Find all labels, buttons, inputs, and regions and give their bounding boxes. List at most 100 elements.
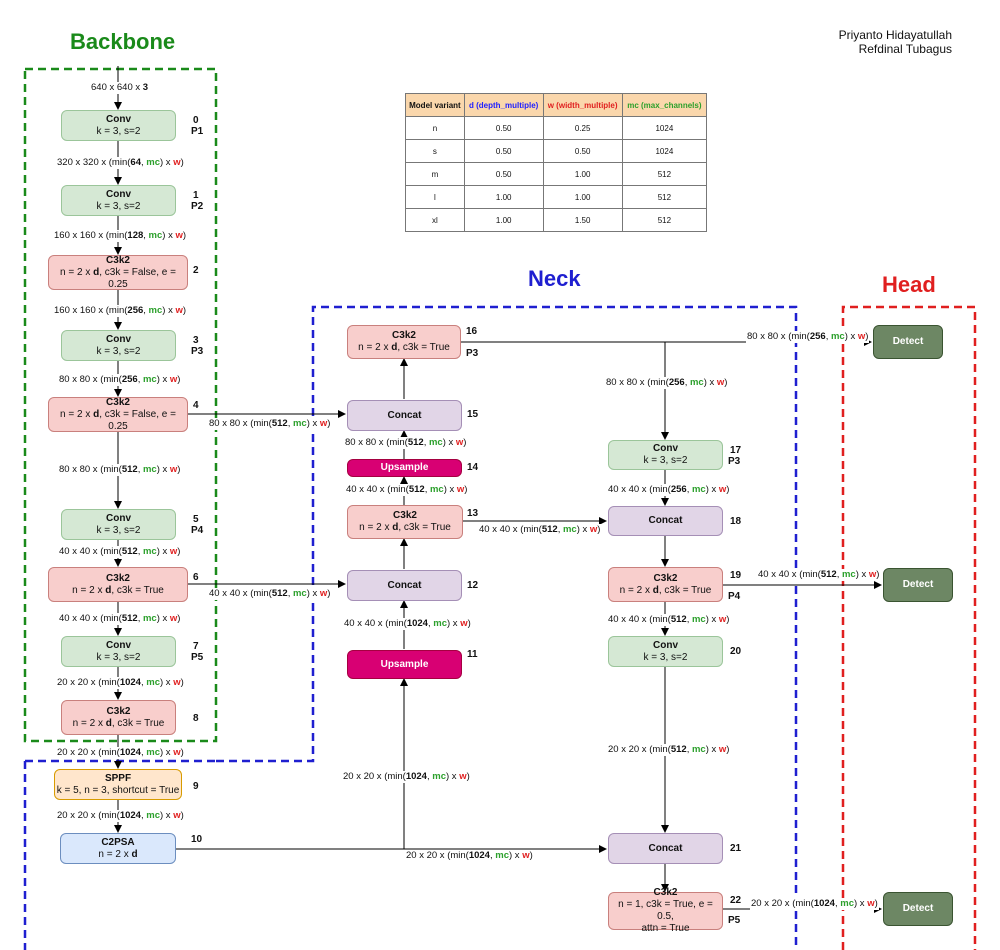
concat-block-18: Concat xyxy=(608,506,723,536)
channel-count: 512 xyxy=(541,524,558,535)
edge-text: ) xyxy=(182,230,187,241)
upsample-block-14: Upsample xyxy=(347,459,462,477)
edge-text: ) xyxy=(180,157,184,168)
edge-text: , xyxy=(137,613,143,624)
edge-text: 40 x 40 x (min( xyxy=(59,546,122,557)
mc-symbol: mc xyxy=(148,305,163,316)
layer-index: 14 xyxy=(467,462,479,473)
w-symbol: w xyxy=(459,771,467,782)
block-params: n = 2 x d, c3k = True xyxy=(358,342,450,354)
pyramid-level: P1 xyxy=(191,126,204,137)
edge-text: ) xyxy=(177,546,181,557)
edge-text: ) xyxy=(327,418,331,429)
layer-index: 7 xyxy=(193,641,199,652)
layer-index: 18 xyxy=(730,516,742,527)
mc-symbol: mc xyxy=(495,850,509,861)
depth-symbol: d xyxy=(131,848,138,860)
edge-text: 20 x 20 x (min( xyxy=(57,677,120,688)
w-symbol: w xyxy=(867,898,875,909)
edge-text: 20 x 20 x (min( xyxy=(406,850,469,861)
edge-label: 40 x 40 x (min(512, mc) x w) xyxy=(58,546,182,558)
params-text: , c3k = True xyxy=(397,342,450,353)
block-title: SPPF xyxy=(104,772,132,784)
edge-text: ) x xyxy=(844,331,858,342)
layer-index: 21 xyxy=(730,843,742,854)
w-symbol: w xyxy=(522,850,530,861)
edge-text: , xyxy=(489,850,496,861)
channel-count: 1024 xyxy=(405,771,427,782)
table-cell: l xyxy=(405,185,465,209)
w-symbol: w xyxy=(169,613,178,624)
block-title: Conv xyxy=(106,188,131,200)
edge-text: 40 x 40 x (min( xyxy=(344,618,407,629)
block-title: Conv xyxy=(653,639,678,651)
block-title: Detect xyxy=(902,903,934,914)
table-cell: 1.50 xyxy=(542,208,623,232)
author-name: Priyanto Hidayatullah xyxy=(838,28,952,42)
backbone-title: Backbone xyxy=(70,29,176,54)
channel-count: 512 xyxy=(670,744,687,755)
block-title: Detect xyxy=(902,579,934,590)
channel-count: 128 xyxy=(127,230,144,241)
edge-text: ) x xyxy=(576,524,590,535)
mc-symbol: mc xyxy=(432,771,446,782)
edge-text: , xyxy=(143,305,149,316)
concat-block-15: Concat xyxy=(347,400,462,431)
w-symbol: w xyxy=(169,546,178,557)
edge-text: , xyxy=(686,744,692,755)
edge-label: 80 x 80 x (min(512, mc) x w) xyxy=(344,437,468,449)
block-params: attn = True xyxy=(641,923,690,934)
edge-text: , xyxy=(143,230,149,241)
block-title: Conv xyxy=(106,639,131,651)
layer-index: 20 xyxy=(730,646,742,657)
edge-text: ) x xyxy=(306,588,320,599)
w-symbol: w xyxy=(857,331,866,342)
c3k2-block-6: C3k2 n = 2 x d, c3k = True xyxy=(48,567,188,602)
depth-symbol: d xyxy=(93,266,100,278)
mc-symbol: mc xyxy=(433,618,447,629)
table-cell: 512 xyxy=(621,208,708,232)
table-header: Model variant xyxy=(405,93,465,117)
layer-index: 6 xyxy=(193,572,199,583)
table-cell: 1024 xyxy=(621,139,708,163)
edge-text: , xyxy=(287,418,293,429)
mc-symbol: mc xyxy=(142,464,157,475)
edge-text: ) x xyxy=(703,377,717,388)
mc-symbol: mc xyxy=(148,230,163,241)
params-text: , c3k = True xyxy=(111,717,165,729)
channel-count: 512 xyxy=(820,569,837,580)
w-symbol: w xyxy=(716,377,725,388)
edge-label: 40 x 40 x (min(512, mc) x w) xyxy=(345,484,469,496)
detect-block-p5: Detect xyxy=(883,892,953,926)
edge-text: , xyxy=(140,677,147,688)
edge-label: 160 x 160 x (min(256, mc) x w) xyxy=(53,305,188,317)
sppf-block-9: SPPF k = 5, n = 3, shortcut = True xyxy=(54,769,182,800)
w-symbol: w xyxy=(169,374,178,385)
layer-index: 11 xyxy=(467,649,478,660)
mc-symbol: mc xyxy=(292,418,307,429)
params-text: n = 2 x xyxy=(72,717,106,729)
edge-text: ) xyxy=(177,613,181,624)
params-text: n = 2 x xyxy=(619,584,653,596)
w-symbol: w xyxy=(175,305,183,316)
table-cell: 1.00 xyxy=(463,185,544,209)
edge-label: 80 x 80 x (min(256, mc) x w) xyxy=(605,377,729,389)
mc-symbol: mc xyxy=(142,546,157,557)
conv-block-17: Conv k = 3, s=2 xyxy=(608,440,723,470)
conv-block-7: Conv k = 3, s=2 xyxy=(61,636,176,667)
table-cell: 512 xyxy=(621,185,708,209)
edge-text: 80 x 80 x (min( xyxy=(59,374,122,385)
channel-count: 256 xyxy=(121,374,138,385)
edge-text: ) xyxy=(180,747,184,758)
w-symbol: w xyxy=(589,524,598,535)
params-text: n = 2 x xyxy=(60,266,94,278)
edge-text: , xyxy=(140,810,147,821)
block-title: C3k2 xyxy=(106,705,131,717)
edge-text: ) xyxy=(463,437,467,448)
edge-label: 40 x 40 x (min(512, mc) x w) xyxy=(607,614,731,626)
table-cell: xl xyxy=(405,208,465,232)
edge-text: ) x xyxy=(445,771,460,782)
table-cell: 0.25 xyxy=(542,116,623,140)
input-channels: 3 xyxy=(142,82,149,93)
